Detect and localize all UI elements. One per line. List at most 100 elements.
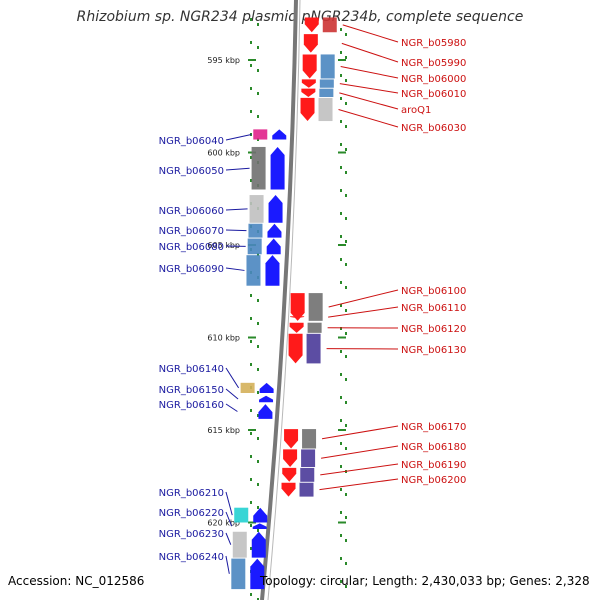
gene-label-NGR_b06240: NGR_b06240 bbox=[159, 552, 224, 563]
cog-box bbox=[231, 558, 246, 590]
scale-label: 615 kbp bbox=[207, 426, 240, 435]
grid-dash bbox=[257, 299, 259, 302]
grid-dash bbox=[340, 327, 342, 330]
scale-tick bbox=[248, 59, 256, 61]
scale-tick bbox=[338, 151, 346, 154]
grid-dash bbox=[345, 217, 347, 220]
leader-line bbox=[225, 555, 230, 574]
cog-box bbox=[247, 238, 262, 255]
gene-arrow-reverse bbox=[303, 34, 318, 53]
gene-arrow-reverse bbox=[283, 449, 298, 467]
scale-tick bbox=[338, 429, 346, 431]
grid-dash bbox=[257, 414, 259, 417]
leader-line bbox=[225, 167, 250, 171]
backbone-shadow bbox=[267, 0, 301, 600]
leader-line bbox=[225, 208, 248, 211]
gene-label-NGR_b06070: NGR_b06070 bbox=[159, 226, 224, 237]
grid-dash bbox=[250, 547, 252, 550]
gene-label-NGR_b06120: NGR_b06120 bbox=[401, 324, 466, 335]
grid-dash bbox=[340, 28, 342, 31]
gene-label-NGR_b06050: NGR_b06050 bbox=[159, 166, 224, 177]
leader-line bbox=[225, 388, 239, 400]
gene-label-NGR_b06230: NGR_b06230 bbox=[159, 529, 224, 540]
gene-label-NGR_b06190: NGR_b06190 bbox=[401, 460, 466, 471]
scale-label: 600 kbp bbox=[207, 149, 240, 158]
scale-tick bbox=[338, 336, 346, 339]
gene-arrow-reverse bbox=[300, 97, 315, 122]
grid-dash bbox=[340, 419, 342, 422]
grid-dash bbox=[250, 501, 252, 504]
grid-dash bbox=[250, 478, 252, 481]
accession-text: Accession: NC_012586 bbox=[8, 574, 145, 588]
leader-line bbox=[328, 289, 399, 308]
gene-arrow-reverse bbox=[301, 79, 316, 88]
leader-line bbox=[321, 425, 399, 440]
grid-dash bbox=[257, 345, 259, 348]
cog-box bbox=[246, 255, 261, 286]
leader-line bbox=[341, 42, 399, 63]
grid-dash bbox=[250, 110, 252, 113]
gene-arrow-forward bbox=[258, 404, 273, 419]
grid-dash bbox=[250, 524, 252, 527]
grid-dash bbox=[340, 488, 342, 491]
grid-dash bbox=[340, 534, 342, 537]
gene-label-NGR_b06060: NGR_b06060 bbox=[159, 206, 224, 217]
leader-line bbox=[320, 463, 399, 476]
grid-dash bbox=[345, 539, 347, 542]
leader-line bbox=[225, 491, 233, 516]
gene-label-NGR_b06090: NGR_b06090 bbox=[159, 264, 224, 275]
grid-dash bbox=[345, 585, 347, 588]
scale-tick bbox=[248, 429, 256, 431]
gene-label-NGR_b06160: NGR_b06160 bbox=[159, 400, 224, 411]
grid-dash bbox=[250, 294, 252, 297]
leader-line bbox=[338, 109, 399, 128]
grid-dash bbox=[345, 401, 347, 404]
grid-dash bbox=[340, 74, 342, 77]
grid-dash bbox=[340, 143, 342, 146]
gene-label-NGR_b06140: NGR_b06140 bbox=[159, 364, 224, 375]
grid-dash bbox=[257, 92, 259, 95]
cog-box bbox=[253, 129, 268, 140]
cog-box bbox=[240, 382, 255, 393]
gene-label-NGR_b05980: NGR_b05980 bbox=[401, 38, 466, 49]
cog-box bbox=[251, 146, 266, 190]
grid-dash bbox=[257, 46, 259, 49]
cog-box bbox=[308, 293, 323, 321]
scale-label: 595 kbp bbox=[207, 56, 240, 65]
leader-line bbox=[225, 133, 252, 141]
gene-label-NGR_b06100: NGR_b06100 bbox=[401, 286, 466, 297]
gene-arrow-reverse bbox=[302, 54, 317, 79]
cog-box bbox=[232, 531, 247, 558]
gene-label-NGR_b06210: NGR_b06210 bbox=[159, 488, 224, 499]
grid-dash bbox=[345, 493, 347, 496]
cog-box bbox=[248, 223, 263, 238]
grid-dash bbox=[345, 102, 347, 105]
grid-dash bbox=[345, 240, 347, 243]
gene-arrow-forward bbox=[250, 558, 265, 590]
leader-line bbox=[321, 445, 399, 459]
grid-dash bbox=[250, 340, 252, 343]
scale-tick bbox=[248, 521, 256, 524]
grid-dash bbox=[345, 309, 347, 312]
grid-dash bbox=[345, 447, 347, 450]
grid-dash bbox=[257, 437, 259, 440]
gene-label-NGR_b06180: NGR_b06180 bbox=[401, 442, 466, 453]
gene-arrow-forward bbox=[259, 382, 274, 393]
grid-dash bbox=[250, 409, 252, 412]
gene-arrow-reverse bbox=[290, 293, 305, 321]
grid-dash bbox=[340, 189, 342, 192]
grid-dash bbox=[340, 97, 342, 100]
leader-line bbox=[225, 532, 232, 545]
gene-label-NGR_b06170: NGR_b06170 bbox=[401, 422, 466, 433]
grid-dash bbox=[345, 148, 347, 151]
grid-dash bbox=[345, 378, 347, 381]
cog-box bbox=[318, 97, 333, 122]
gene-arrow-forward bbox=[252, 523, 267, 529]
grid-dash bbox=[250, 593, 252, 596]
grid-dash bbox=[345, 332, 347, 335]
gene-arrow-forward bbox=[266, 238, 281, 255]
scale-label: 610 kbp bbox=[207, 334, 240, 343]
cog-box bbox=[302, 429, 317, 449]
scale-tick bbox=[338, 521, 346, 524]
grid-dash bbox=[345, 171, 347, 174]
